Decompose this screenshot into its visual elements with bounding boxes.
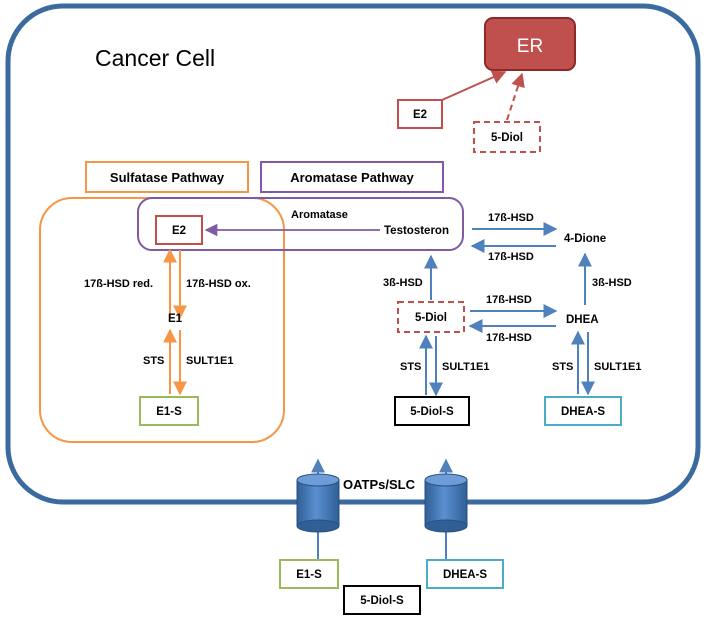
aromatase-pathway-label: Aromatase Pathway [290,170,414,185]
hsd17b-label-1: 17ß-HSD [488,212,534,224]
e1s-box [139,396,199,426]
diol-label: 5-Diol [415,312,447,324]
aromatase-pathway-box [260,161,444,193]
diol-top-label: 5-Diol [491,132,523,144]
cell-title: Cancer Cell [95,45,215,71]
transporter-cylinder-right [424,473,468,533]
hsd17b-label-4: 17ß-HSD [486,332,532,344]
dheas-box [544,396,622,426]
hsd17b-ox-label: 17ß-HSD ox. [186,278,251,290]
diol-top-box [473,121,541,153]
testosteron-label: Testosteron [384,225,449,237]
e1s-label: E1-S [156,406,182,418]
e2-top-label: E2 [413,109,427,121]
hsd17b-label-2: 17ß-HSD [488,251,534,263]
sts-label-1: STS [143,355,164,367]
e1s-out-label: E1-S [296,569,322,581]
sulfatase-pathway-box [85,161,249,193]
hsd17b-label-3: 17ß-HSD [486,294,532,306]
hsd17b-red-label: 17ß-HSD red. [84,278,153,290]
e1-label: E1 [168,313,183,325]
aromatase-enzyme-label: Aromatase [291,209,348,221]
e2-top-box [397,99,443,129]
sult-label-1: SULT1E1 [186,355,233,367]
aromatase-region [137,197,464,251]
diols-box [394,396,470,426]
hsd3b-label-right: 3ß-HSD [592,277,632,289]
diols-out-label: 5-Diol-S [360,595,404,607]
dheas-label: DHEA-S [561,406,605,418]
sulfatase-pathway-label: Sulfatase Pathway [110,170,225,185]
sts-label-3: STS [552,361,573,373]
diol-box [397,301,465,333]
transporter-label: OATPs/SLC [343,477,416,492]
sult-label-2: SULT1E1 [442,361,489,373]
e2-label: E2 [172,225,186,237]
diols-label: 5-Diol-S [410,406,454,418]
e2-to-er-arrow [441,70,507,101]
dhea-label: DHEA [566,314,599,326]
hsd3b-label-left: 3ß-HSD [383,277,423,289]
sult-label-3: SULT1E1 [594,361,641,373]
diols-out-box [343,585,421,615]
dheas-out-box [426,559,504,589]
diol-to-er-arrow [506,72,525,121]
er-label: ER [517,36,543,57]
e2-box [155,215,203,245]
e1s-out-box [279,559,339,589]
sts-label-2: STS [400,361,421,373]
dheas-out-label: DHEA-S [443,569,487,581]
cancer-cell-membrane [5,3,701,505]
dione-label: 4-Dione [564,233,606,245]
transporter-cylinder-left [296,473,340,533]
er-receptor-box [484,17,576,71]
